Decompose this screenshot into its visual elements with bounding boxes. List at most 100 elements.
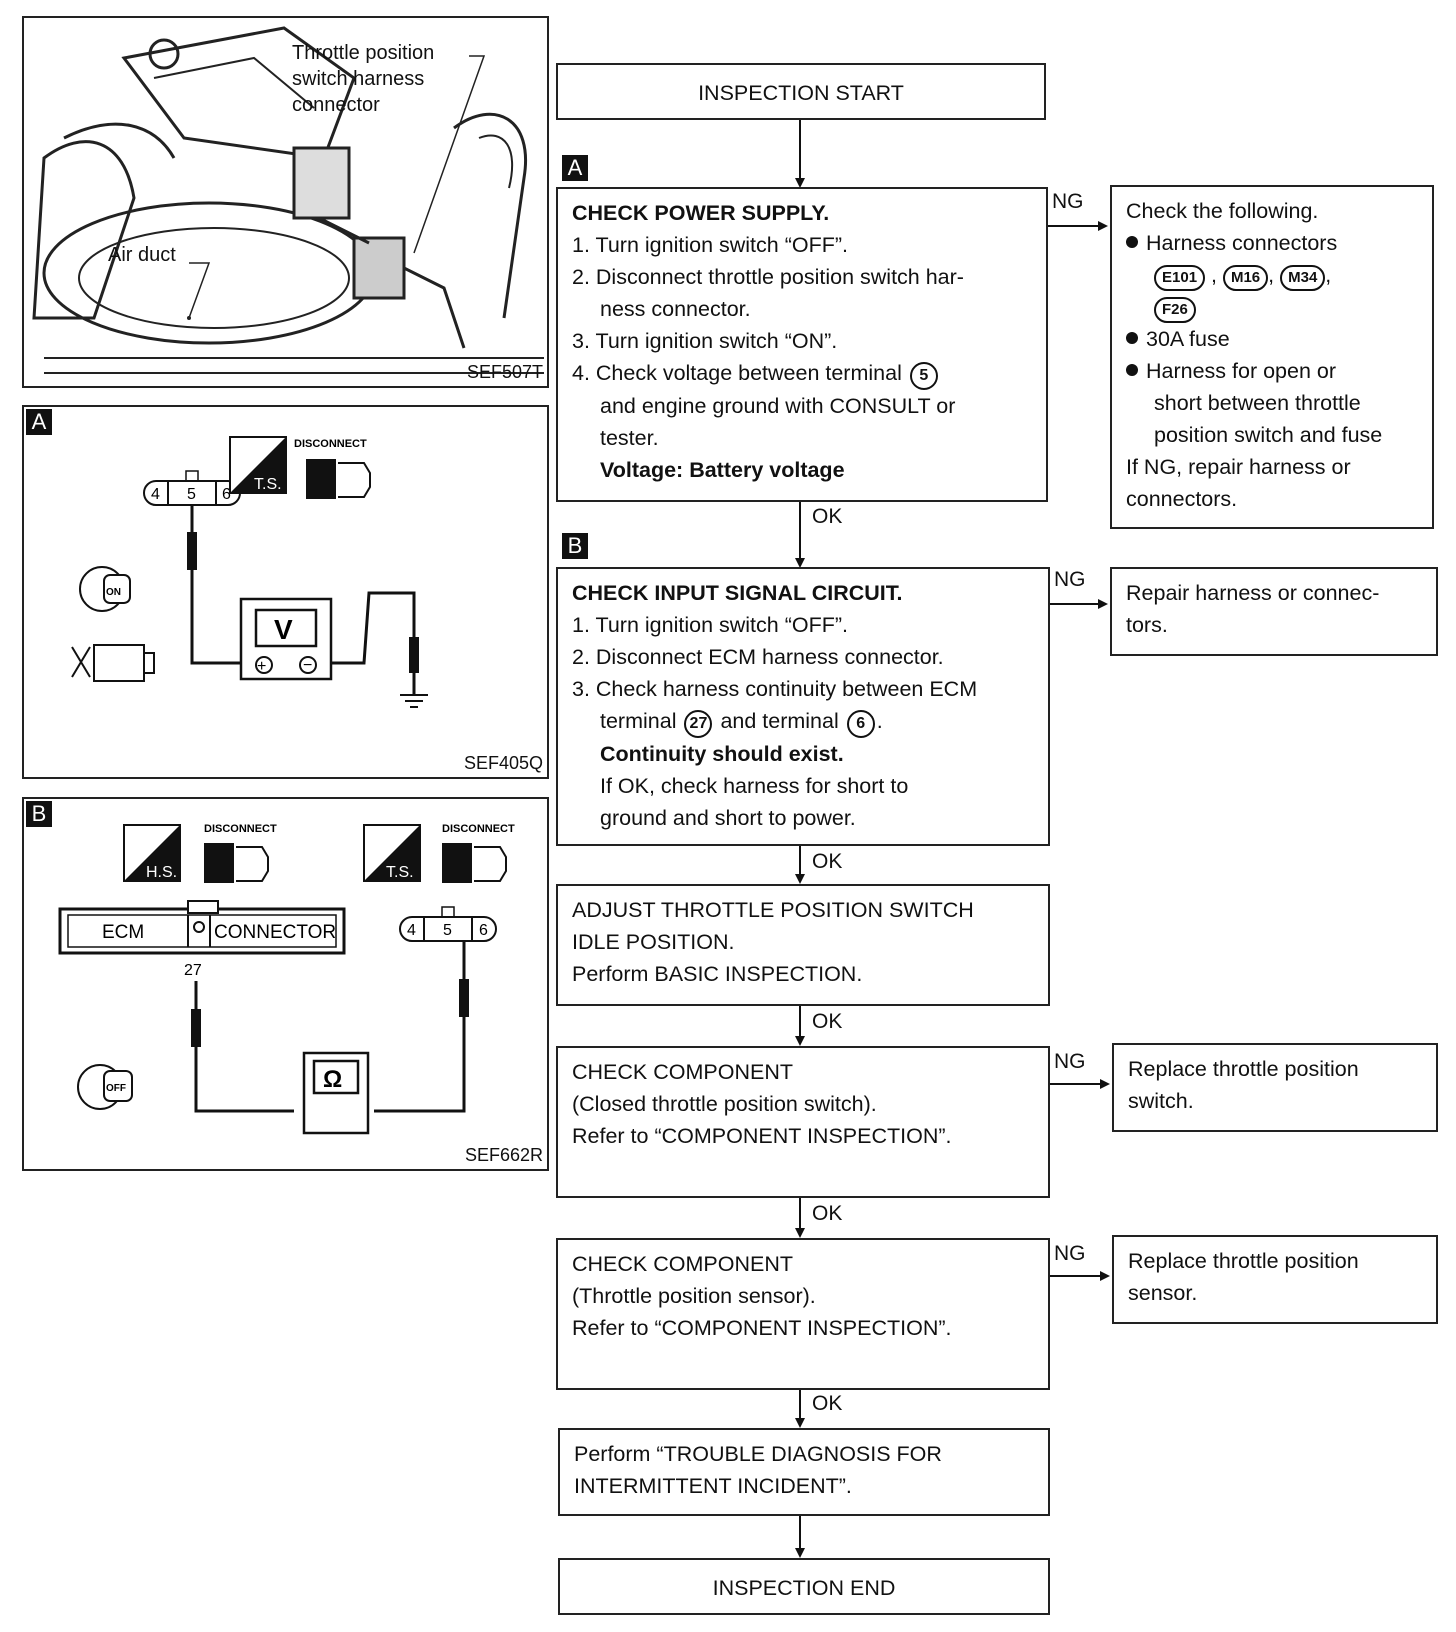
ng-a-line4c: position switch and fuse <box>1154 423 1383 447</box>
perform-line2: INTERMITTENT INCIDENT”. <box>574 1474 852 1498</box>
connector-badge-f26: F26 <box>1154 297 1196 323</box>
diagram-b-disconnect-2: DISCONNECT <box>442 823 515 835</box>
diagram-b-meter-label: Ω <box>323 1066 342 1093</box>
diagram-b-ecm-label: ECM <box>102 922 144 943</box>
step-b-spec: Continuity should exist. <box>600 742 844 766</box>
perform-trouble-diagnosis-box: Perform “TROUBLE DIAGNOSIS FOR INTERMITT… <box>558 1428 1050 1516</box>
photo-callout-line3: connector <box>292 94 380 116</box>
check-power-supply-box: CHECK POWER SUPPLY. 1. Turn ignition swi… <box>556 187 1048 502</box>
ok-label: OK <box>812 505 843 528</box>
diagram-b-pin-label: 27 <box>184 962 202 979</box>
ng-label: NG <box>1052 190 1084 213</box>
photo-callout-line1: Throttle position <box>292 42 435 64</box>
diagram-b-key-label: OFF <box>106 1083 126 1094</box>
ng-b-line1: Repair harness or connec- <box>1126 581 1380 605</box>
check-component-sensor-box: CHECK COMPONENT (Throttle position senso… <box>556 1238 1050 1390</box>
step-b-line3b: terminal 27 and terminal 6. <box>572 705 1034 738</box>
step-b-tag: B <box>562 533 588 559</box>
inspection-end-text: INSPECTION END <box>712 1576 896 1600</box>
engine-photo-panel: Throttle position switch harness connect… <box>22 16 549 388</box>
diagram-a-term-5: 5 <box>187 486 196 503</box>
bullet-icon <box>1126 364 1138 376</box>
step-a-line3: 3. Turn ignition switch “ON”. <box>572 329 838 353</box>
diagram-a-tag: A <box>26 409 52 435</box>
ng-a-line5b: connectors. <box>1126 487 1238 511</box>
diagram-b-disconnect-1: DISCONNECT <box>204 823 277 835</box>
ng-label: NG <box>1054 1050 1086 1073</box>
diagram-a-panel: A 4 5 6 V + − T.S. DISCONNECT <box>22 405 549 779</box>
diagram-a-circuit: 4 5 6 V + − T.S. DISCONNECT ON <box>71 436 428 708</box>
step-a-spec: Voltage: Battery voltage <box>600 458 845 482</box>
ng-a-line3: 30A fuse <box>1146 327 1230 351</box>
diagram-a-disconnect-label: DISCONNECT <box>294 438 367 450</box>
comp1-line2: (Closed throttle position switch). <box>572 1092 877 1116</box>
figure-code: SEF507T <box>466 362 543 382</box>
perform-line1: Perform “TROUBLE DIAGNOSIS FOR <box>574 1442 942 1466</box>
ng-c2-line2: sensor. <box>1128 1281 1198 1305</box>
comp2-line3: Refer to “COMPONENT INSPECTION”. <box>572 1316 952 1340</box>
diagram-b-ts-label: T.S. <box>386 864 414 881</box>
step-b-title: CHECK INPUT SIGNAL CIRCUIT. <box>572 581 903 605</box>
comp2-line2: (Throttle position sensor). <box>572 1284 816 1308</box>
comp2-line1: CHECK COMPONENT <box>572 1252 793 1276</box>
step-b-line3b-pre: terminal <box>600 709 677 733</box>
adjust-line3: Perform BASIC INSPECTION. <box>572 962 863 986</box>
diagram-a-ts-label: T.S. <box>254 476 282 493</box>
diagram-b-term-6: 6 <box>479 922 488 939</box>
check-input-signal-box: CHECK INPUT SIGNAL CIRCUIT. 1. Turn igni… <box>556 567 1050 846</box>
diagram-b-panel: B H.S. DISCONNECT T.S. DISCONNECT ECM CO… <box>22 797 549 1171</box>
comp1-line3: Refer to “COMPONENT INSPECTION”. <box>572 1124 952 1148</box>
connector-badge-m16: M16 <box>1222 265 1269 291</box>
ng-a-line5: If NG, repair harness or <box>1126 455 1351 479</box>
step-b-line4: If OK, check harness for short to <box>600 774 909 798</box>
engine-photo-sketch <box>32 26 544 374</box>
terminal-badge: 5 <box>909 362 938 390</box>
ng-b-line2: tors. <box>1126 613 1168 637</box>
bullet-icon <box>1126 236 1138 248</box>
ng-label: NG <box>1054 1242 1086 1265</box>
terminal-badge: 6 <box>846 710 875 738</box>
diagram-a-key-label: ON <box>106 587 121 598</box>
bullet-icon <box>1126 332 1138 344</box>
ng-a-line4: Harness for open or <box>1146 359 1337 383</box>
step-b-line1: 1. Turn ignition switch “OFF”. <box>572 613 848 637</box>
ng-a-line4b: short between throttle <box>1154 391 1361 415</box>
ng-check-following-box: Check the following. Harness connectors … <box>1110 185 1434 529</box>
replace-switch-box: Replace throttle position switch. <box>1112 1043 1438 1132</box>
svg-text:−: − <box>303 657 312 674</box>
step-a-line4-text: 4. Check voltage between terminal <box>572 361 902 385</box>
step-b-line2: 2. Disconnect ECM harness connector. <box>572 645 944 669</box>
diagram-b-tag: B <box>26 801 52 827</box>
step-b-line4b: ground and short to power. <box>600 806 856 830</box>
ng-c1-line1: Replace throttle position <box>1128 1057 1359 1081</box>
diagram-b-hs-label: H.S. <box>146 864 177 881</box>
inspection-start-text: INSPECTION START <box>698 81 904 105</box>
check-component-switch-box: CHECK COMPONENT (Closed throttle positio… <box>556 1046 1050 1198</box>
diagram-a-meter-label: V <box>274 614 293 645</box>
figure-code: SEF405Q <box>463 753 543 773</box>
ok-label: OK <box>812 850 843 873</box>
connector-badge-m34: M34 <box>1280 265 1326 291</box>
ok-label: OK <box>812 1392 843 1415</box>
figure-code: SEF662R <box>464 1145 543 1165</box>
svg-text:+: + <box>257 658 266 675</box>
diagram-a-term-6: 6 <box>222 486 231 503</box>
photo-air-duct-label: Air duct <box>108 244 176 266</box>
diagram-b-term-4: 4 <box>407 922 416 939</box>
step-a-line2: 2. Disconnect throttle position switch h… <box>572 265 964 289</box>
step-a-line4b: and engine ground with CONSULT or <box>600 394 956 418</box>
photo-callout-line2: switch harness <box>292 68 425 90</box>
step-a-line1: 1. Turn ignition switch “OFF”. <box>572 233 848 257</box>
inspection-end-box: INSPECTION END <box>558 1558 1050 1615</box>
diagram-b-connector-label: CONNECTOR <box>214 922 336 943</box>
diagram-a-term-4: 4 <box>151 486 160 503</box>
replace-sensor-box: Replace throttle position sensor. <box>1112 1235 1438 1324</box>
step-a-line4c: tester. <box>600 426 659 450</box>
step-a-tag: A <box>562 155 588 181</box>
connector-badge-e101: E101 <box>1154 265 1206 291</box>
step-b-line3: 3. Check harness continuity between ECM <box>572 677 978 701</box>
ng-c2-line1: Replace throttle position <box>1128 1249 1359 1273</box>
step-b-line3b-mid: and terminal <box>720 709 839 733</box>
ng-a-line2: Harness connectors <box>1146 231 1338 255</box>
